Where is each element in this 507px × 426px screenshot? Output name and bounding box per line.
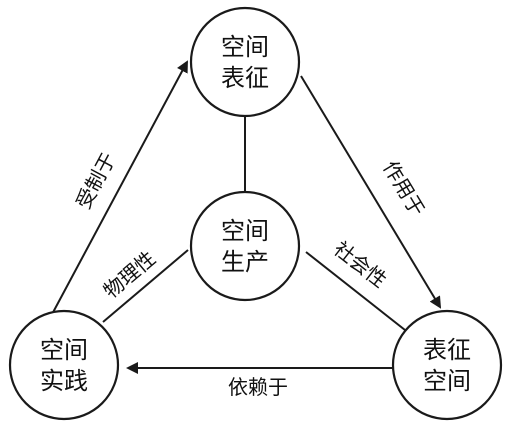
node-representation-of-space: 空间 表征 [189, 6, 301, 118]
node-top-line2: 表征 [221, 64, 269, 92]
edge-representation-to-space-of-representation [300, 75, 442, 309]
node-left-line1: 空间 [40, 336, 88, 364]
node-production-of-space: 空间 生产 [189, 190, 301, 302]
edge-label-depends-on: 依赖于 [228, 375, 288, 399]
node-right-line2: 空间 [423, 367, 471, 395]
edge-label-sociality: 社会性 [329, 237, 391, 293]
node-left-line2: 实践 [40, 367, 88, 395]
edge-label-physicality: 物理性 [99, 246, 160, 303]
node-top-line1: 空间 [221, 33, 269, 61]
edge-center-to-practice [102, 249, 189, 323]
node-right-line1: 表征 [423, 336, 471, 364]
edge-label-acts-on: 作用于 [378, 156, 429, 220]
edge-practice-to-representation [49, 60, 188, 319]
edge-center-to-space-of-representation [305, 251, 406, 331]
edge-label-constrained-by: 受制于 [71, 149, 120, 213]
node-center-line2: 生产 [221, 248, 269, 276]
node-center-line1: 空间 [221, 217, 269, 245]
node-space-of-representation: 表征 空间 [391, 309, 503, 421]
node-spatial-practice: 空间 实践 [8, 309, 120, 421]
